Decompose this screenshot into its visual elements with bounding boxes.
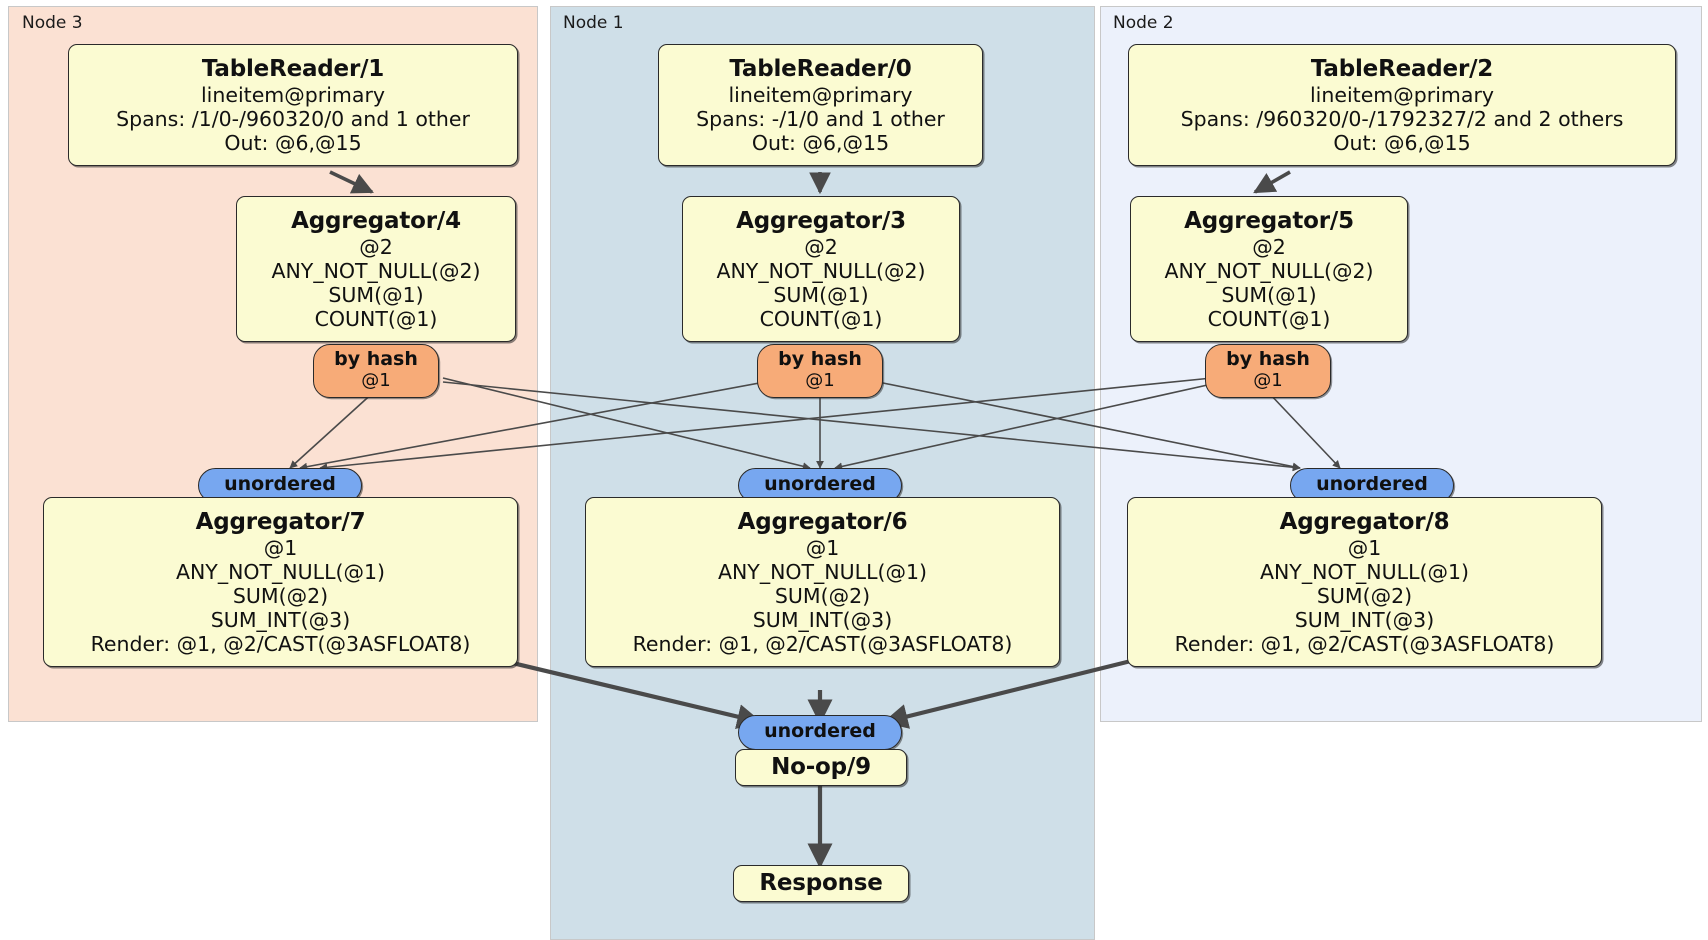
synchronizer-title: unordered [764, 473, 876, 495]
node-detail-line: COUNT(@1) [759, 306, 883, 331]
node-detail-line: @1 [805, 535, 840, 560]
node-detail-line: Spans: /1/0-/960320/0 and 1 other [116, 106, 470, 131]
node-detail-line: Out: @6,@15 [1333, 130, 1471, 155]
node-detail-line: SUM(@1) [328, 282, 424, 307]
router-column: @1 [361, 369, 391, 391]
node-title: No-op/9 [771, 754, 871, 780]
node-detail-line: SUM(@2) [774, 583, 871, 608]
node-render-line: Render: @1, @2/CAST(@3ASFLOAT8) [90, 631, 471, 656]
node-detail-line: Out: @6,@15 [224, 130, 362, 155]
router-by-hash-middle[interactable]: by hash @1 [757, 344, 883, 398]
router-title: by hash [1226, 348, 1310, 370]
node-detail-line: SUM(@1) [773, 282, 869, 307]
processor-aggregator-7[interactable]: Aggregator/7 @1 ANY_NOT_NULL(@1) SUM(@2)… [43, 497, 518, 667]
processor-aggregator-5[interactable]: Aggregator/5 @2 ANY_NOT_NULL(@2) SUM(@1)… [1130, 196, 1408, 342]
node-title: Aggregator/4 [291, 208, 461, 234]
region-label-node-3: Node 3 [22, 13, 83, 33]
router-column: @1 [1253, 369, 1283, 391]
node-detail-line: @2 [359, 234, 393, 259]
node-detail-line: @1 [263, 535, 298, 560]
synchronizer-unordered-final[interactable]: unordered [738, 715, 902, 750]
node-detail-line: SUM_INT(@3) [210, 607, 351, 632]
synchronizer-title: unordered [224, 473, 336, 495]
node-detail-line: COUNT(@1) [1207, 306, 1331, 331]
node-detail-line: Spans: -/1/0 and 1 other [696, 106, 945, 131]
processor-response[interactable]: Response [733, 865, 909, 902]
node-title: Aggregator/7 [195, 509, 366, 535]
node-detail-line: @1 [1347, 535, 1382, 560]
node-detail-line: @2 [804, 234, 838, 259]
processor-aggregator-8[interactable]: Aggregator/8 @1 ANY_NOT_NULL(@1) SUM(@2)… [1127, 497, 1602, 667]
router-title: by hash [334, 348, 418, 370]
node-detail-line: Spans: /960320/0-/1792327/2 and 2 others [1180, 106, 1624, 131]
processor-tablereader-2[interactable]: TableReader/2 lineitem@primary Spans: /9… [1128, 44, 1676, 166]
node-detail-line: SUM_INT(@3) [752, 607, 893, 632]
region-label-node-2: Node 2 [1113, 13, 1174, 33]
node-detail-line: lineitem@primary [728, 82, 913, 107]
processor-no-op-9[interactable]: No-op/9 [735, 749, 907, 786]
synchronizer-title: unordered [764, 720, 876, 742]
node-title: Response [759, 870, 883, 896]
node-detail-line: lineitem@primary [200, 82, 386, 107]
node-detail-line: SUM(@2) [1316, 583, 1413, 608]
node-render-line: Render: @1, @2/CAST(@3ASFLOAT8) [1174, 631, 1555, 656]
node-detail-line: Out: @6,@15 [751, 130, 890, 155]
node-detail-line: ANY_NOT_NULL(@1) [717, 559, 928, 584]
node-detail-line: COUNT(@1) [314, 306, 438, 331]
node-detail-line: lineitem@primary [1309, 82, 1495, 107]
node-title: Aggregator/8 [1279, 509, 1450, 535]
node-title: TableReader/2 [1310, 56, 1494, 82]
node-title: Aggregator/5 [1184, 208, 1354, 234]
router-title: by hash [778, 348, 862, 370]
node-detail-line: ANY_NOT_NULL(@1) [1259, 559, 1470, 584]
node-title: Aggregator/3 [736, 208, 906, 234]
synchronizer-title: unordered [1316, 473, 1428, 495]
node-detail-line: ANY_NOT_NULL(@2) [716, 258, 926, 283]
processor-aggregator-3[interactable]: Aggregator/3 @2 ANY_NOT_NULL(@2) SUM(@1)… [682, 196, 960, 342]
node-detail-line: ANY_NOT_NULL(@2) [271, 258, 481, 283]
node-detail-line: @2 [1252, 234, 1286, 259]
processor-aggregator-6[interactable]: Aggregator/6 @1 ANY_NOT_NULL(@1) SUM(@2)… [585, 497, 1060, 667]
node-detail-line: SUM(@2) [232, 583, 329, 608]
node-detail-line: SUM_INT(@3) [1294, 607, 1435, 632]
processor-aggregator-4[interactable]: Aggregator/4 @2 ANY_NOT_NULL(@2) SUM(@1)… [236, 196, 516, 342]
region-label-node-1: Node 1 [563, 13, 624, 33]
router-by-hash-left[interactable]: by hash @1 [313, 344, 439, 398]
router-column: @1 [805, 369, 835, 391]
node-render-line: Render: @1, @2/CAST(@3ASFLOAT8) [632, 631, 1013, 656]
router-by-hash-right[interactable]: by hash @1 [1205, 344, 1331, 398]
processor-tablereader-0[interactable]: TableReader/0 lineitem@primary Spans: -/… [658, 44, 983, 166]
node-title: TableReader/0 [729, 56, 912, 82]
node-title: Aggregator/6 [737, 509, 908, 535]
node-title: TableReader/1 [201, 56, 385, 82]
node-detail-line: SUM(@1) [1221, 282, 1317, 307]
node-detail-line: ANY_NOT_NULL(@1) [175, 559, 386, 584]
node-detail-line: ANY_NOT_NULL(@2) [1164, 258, 1374, 283]
processor-tablereader-1[interactable]: TableReader/1 lineitem@primary Spans: /1… [68, 44, 518, 166]
